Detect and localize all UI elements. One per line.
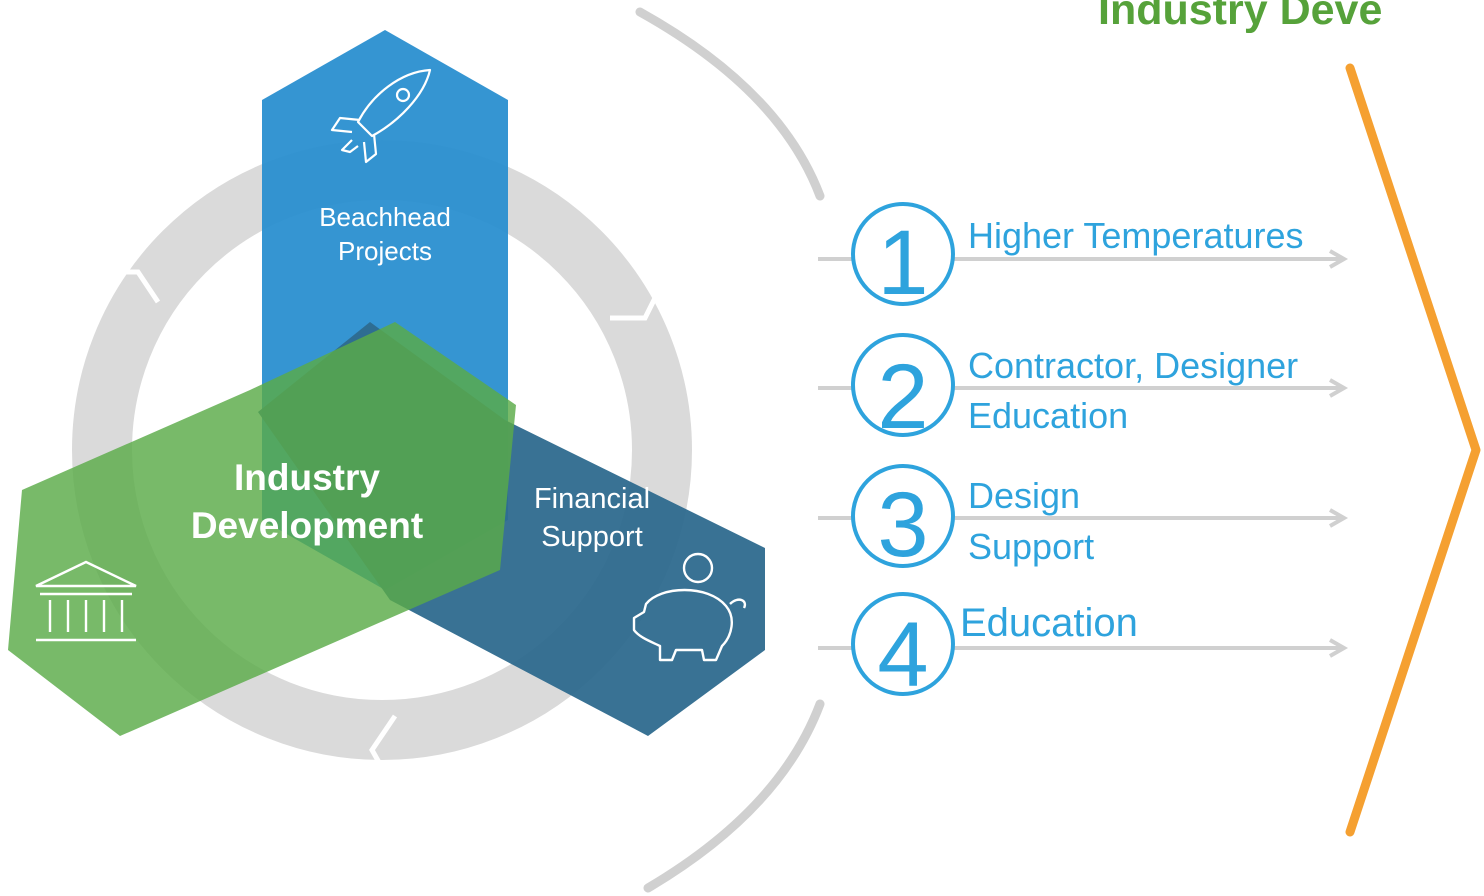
outer-arc-bottom <box>643 699 825 893</box>
beachhead-label-line1: Beachhead <box>319 202 451 232</box>
beachhead-label-line2: Projects <box>338 236 432 266</box>
step-label-2-line1: Contractor, Designer <box>968 345 1298 386</box>
industry-hexagon <box>8 322 516 736</box>
step-number-1: 1 <box>877 212 928 314</box>
step-label-1-line1: Higher Temperatures <box>968 215 1304 256</box>
step-number-3: 3 <box>877 474 928 576</box>
outer-arc-top <box>635 7 825 201</box>
step-number-4: 4 <box>877 604 928 706</box>
step-label-2-line2: Education <box>968 395 1128 436</box>
orange-chevron <box>1345 63 1481 837</box>
step-circle-3 <box>851 464 955 568</box>
bank-building-icon <box>35 560 137 642</box>
step-circle-2 <box>851 333 955 437</box>
industry-label-line1: Industry <box>234 457 380 498</box>
step-label-3-line1: Design <box>968 475 1080 516</box>
financial-label-line2: Support <box>541 521 643 553</box>
page-title: Industry Deve <box>1098 0 1382 34</box>
piggy-bank-icon <box>632 552 747 662</box>
rocket-icon <box>330 68 432 164</box>
step-label-4-line1: Education <box>960 601 1138 645</box>
financial-label-line1: Financial <box>534 483 650 515</box>
step-label-3-line2: Support <box>968 526 1094 567</box>
industry-label-line2: Development <box>191 505 423 546</box>
step-circle-4 <box>851 592 955 696</box>
step-number-2: 2 <box>877 346 928 448</box>
step-circle-1 <box>851 202 955 306</box>
